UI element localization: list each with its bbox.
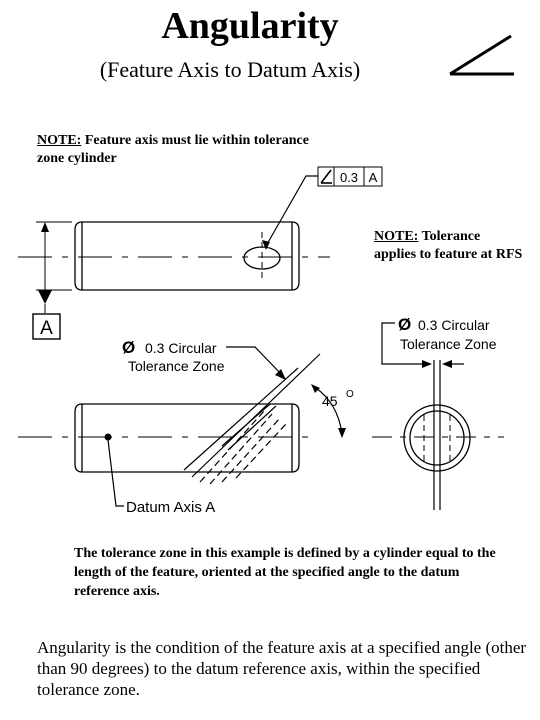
note-label: NOTE: (374, 229, 419, 244)
note-tolerance-zone: NOTE: Feature axis must lie within toler… (37, 132, 337, 168)
frame-angularity-icon (320, 169, 332, 184)
diameter-symbol-icon: Ø (398, 315, 411, 334)
note-text: Feature axis must lie within tolerance z… (37, 133, 309, 166)
page-title: Angularity (161, 5, 339, 47)
datum-axis-label: Datum Axis A (126, 499, 215, 516)
bottom-part-outline (74, 403, 300, 473)
right-zone-value: 0.3 Circular (418, 317, 490, 333)
angularity-symbol-icon (449, 34, 514, 76)
angle-degree-mark: O (346, 389, 354, 400)
diameter-symbol-icon: Ø (122, 338, 135, 357)
note-rfs: NOTE: Tolerance applies to feature at RF… (374, 228, 524, 264)
note-label: NOTE: (37, 133, 82, 148)
end-view (403, 360, 471, 510)
diagram-caption: The tolerance zone in this example is de… (74, 546, 496, 599)
datum-a-box (32, 313, 61, 340)
frame-datum-reference: A (369, 170, 378, 185)
left-zone-label: Tolerance Zone (128, 358, 225, 374)
note-text: Tolerance applies to feature at RFS (374, 229, 523, 262)
right-zone-label: Tolerance Zone (400, 336, 497, 352)
left-zone-value: 0.3 Circular (145, 340, 217, 356)
frame-tolerance-value: 0.3 (340, 170, 358, 185)
angled-tolerance-zone (183, 353, 321, 485)
angularity-definition: Angularity is the condition of the featu… (37, 638, 527, 699)
top-part-outline (74, 221, 300, 291)
frame-leader (265, 175, 318, 247)
feature-control-frame: 0.3 A (317, 166, 383, 187)
page-subtitle: (Feature Axis to Datum Axis) (99, 57, 361, 82)
datum-a-label: A (40, 318, 53, 339)
